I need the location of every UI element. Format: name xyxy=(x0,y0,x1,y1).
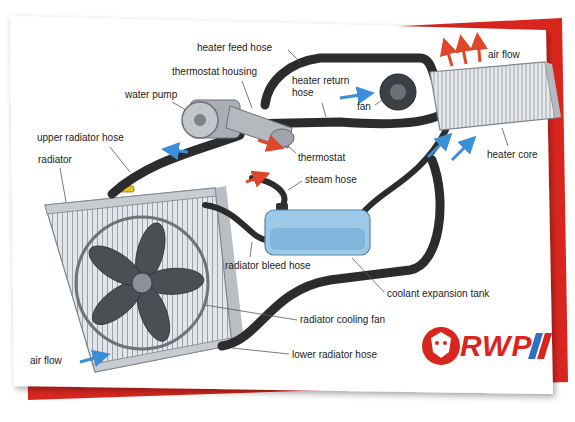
part-label: radiator xyxy=(38,154,72,166)
part-label: thermostat housing xyxy=(172,66,257,78)
part-label: coolant expansion tank xyxy=(387,288,489,300)
part-label: water pump xyxy=(125,89,177,101)
part-label: radiator bleed hose xyxy=(225,260,311,272)
flow-arrows xyxy=(80,41,480,362)
part-label: heater return hose xyxy=(292,75,364,99)
part-label: upper radiator hose xyxy=(37,132,124,144)
upper-radiator-hose xyxy=(112,135,240,194)
part-label: air flow xyxy=(488,49,520,61)
engine-parts xyxy=(182,100,294,148)
radiator-bleed-hose xyxy=(205,205,268,240)
watermark: RWP xyxy=(460,330,532,362)
part-label: heater feed hose xyxy=(197,42,272,54)
part-label: heater core xyxy=(487,149,538,161)
steam-hose xyxy=(252,178,285,207)
expansion-tank xyxy=(265,203,370,255)
part-label: lower radiator hose xyxy=(292,349,377,361)
heater-core-figure xyxy=(380,62,561,130)
part-label: steam hose xyxy=(305,174,357,186)
logo-figure xyxy=(422,327,552,365)
part-label: fan xyxy=(357,101,371,113)
lower-radiator-hose xyxy=(222,160,440,346)
part-label: air flow xyxy=(30,355,62,367)
radiator-figure xyxy=(45,186,244,372)
hoses xyxy=(112,58,446,346)
leader-lines xyxy=(60,50,508,354)
part-label: thermostat xyxy=(298,152,345,164)
part-label: radiator cooling fan xyxy=(300,314,385,326)
